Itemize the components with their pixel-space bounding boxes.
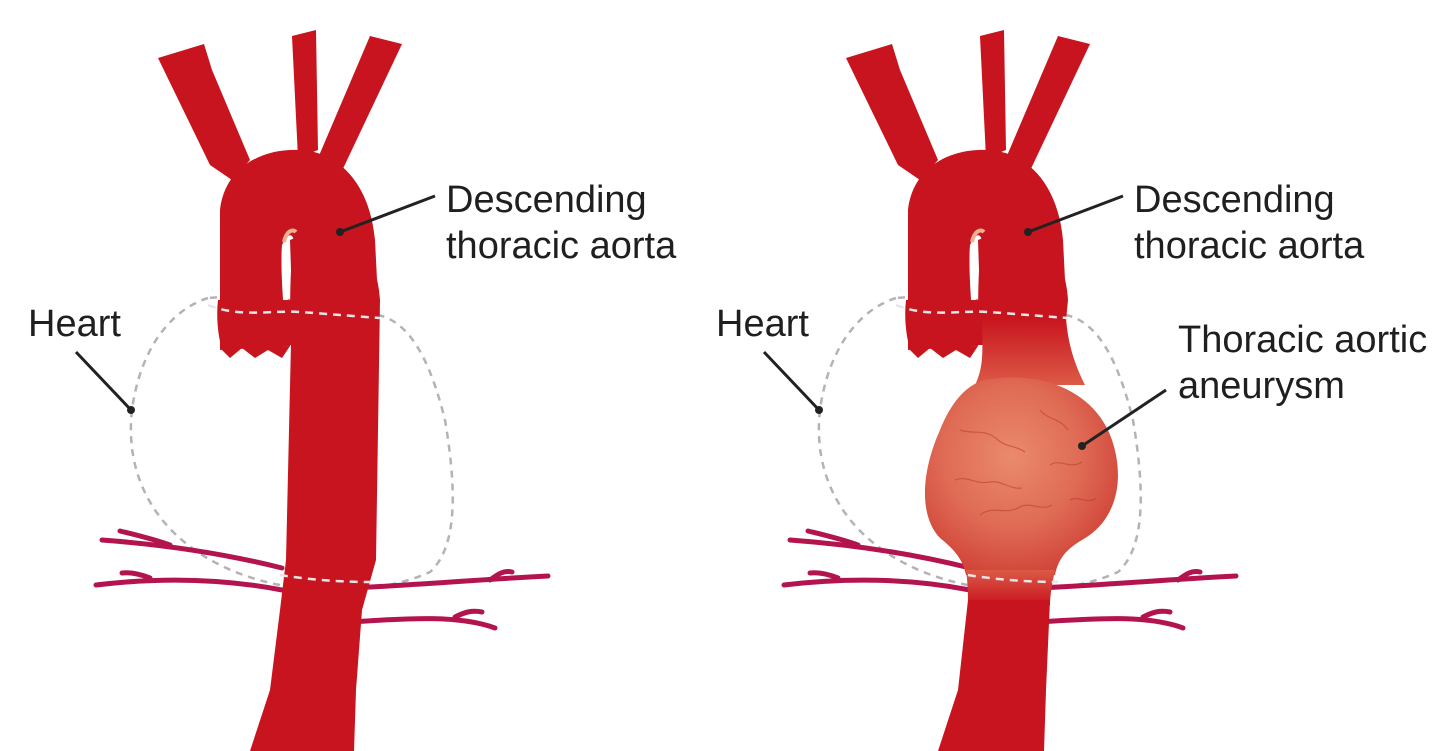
heart-boundary-top-left [207, 303, 381, 320]
aortic-root-right [905, 300, 982, 350]
heart-boundary-bottom-left [279, 573, 371, 584]
leader-dot-aneurysm [1078, 442, 1086, 450]
intercostal-vessels-left [93, 528, 551, 631]
arch-highlight-right [970, 228, 986, 243]
label-aneurysm-line1: Thoracic aortic [1178, 319, 1427, 361]
aortic-branches-left [158, 30, 402, 180]
aortic-valve-edge-left [220, 346, 290, 358]
label-heart-right: Heart [716, 303, 809, 345]
panel-aneurysm: Descending thoracic aorta Heart Thoracic… [716, 30, 1427, 751]
leader-dot-heart-left [127, 406, 135, 414]
aneurysm-texture [954, 409, 1097, 516]
label-descending-line1-right: Descending [1134, 179, 1335, 221]
leader-dot-descending-right [1024, 228, 1032, 236]
descending-aorta-upper-right [978, 234, 1068, 320]
leader-descending-left [339, 194, 436, 234]
leader-dot-descending-left [336, 228, 344, 236]
label-descending-line2-right: thoracic aorta [1134, 225, 1365, 267]
label-heart-left: Heart [28, 303, 121, 345]
aortic-valve-edge-right [908, 346, 978, 358]
aortic-root-left [217, 300, 294, 350]
leader-dot-heart-right [815, 406, 823, 414]
aneurysm-bulge [924, 377, 1118, 575]
aneurysm-neck-bottom [966, 570, 1055, 605]
aneurysm-neck-top [975, 318, 1085, 385]
arch-highlight-left [282, 228, 298, 243]
descending-aorta-lower-right [938, 600, 1050, 751]
heart-boundary-bottom-right [967, 573, 1059, 584]
leader-heart-right [762, 350, 821, 412]
leader-heart-left [74, 350, 133, 412]
label-descending-line1-left: Descending [446, 179, 647, 221]
heart-boundary-top-right [895, 303, 1069, 320]
aortic-branches-right [846, 30, 1090, 180]
label-descending-line2-left: thoracic aorta [446, 225, 677, 267]
label-aneurysm-line2: aneurysm [1178, 365, 1345, 407]
intercostal-vessels-right [781, 528, 1239, 631]
leader-descending-right [1027, 194, 1124, 234]
leader-aneurysm [1081, 388, 1167, 448]
panel-normal: Descending thoracic aorta Heart [28, 30, 677, 751]
descending-aorta-left [250, 234, 380, 751]
